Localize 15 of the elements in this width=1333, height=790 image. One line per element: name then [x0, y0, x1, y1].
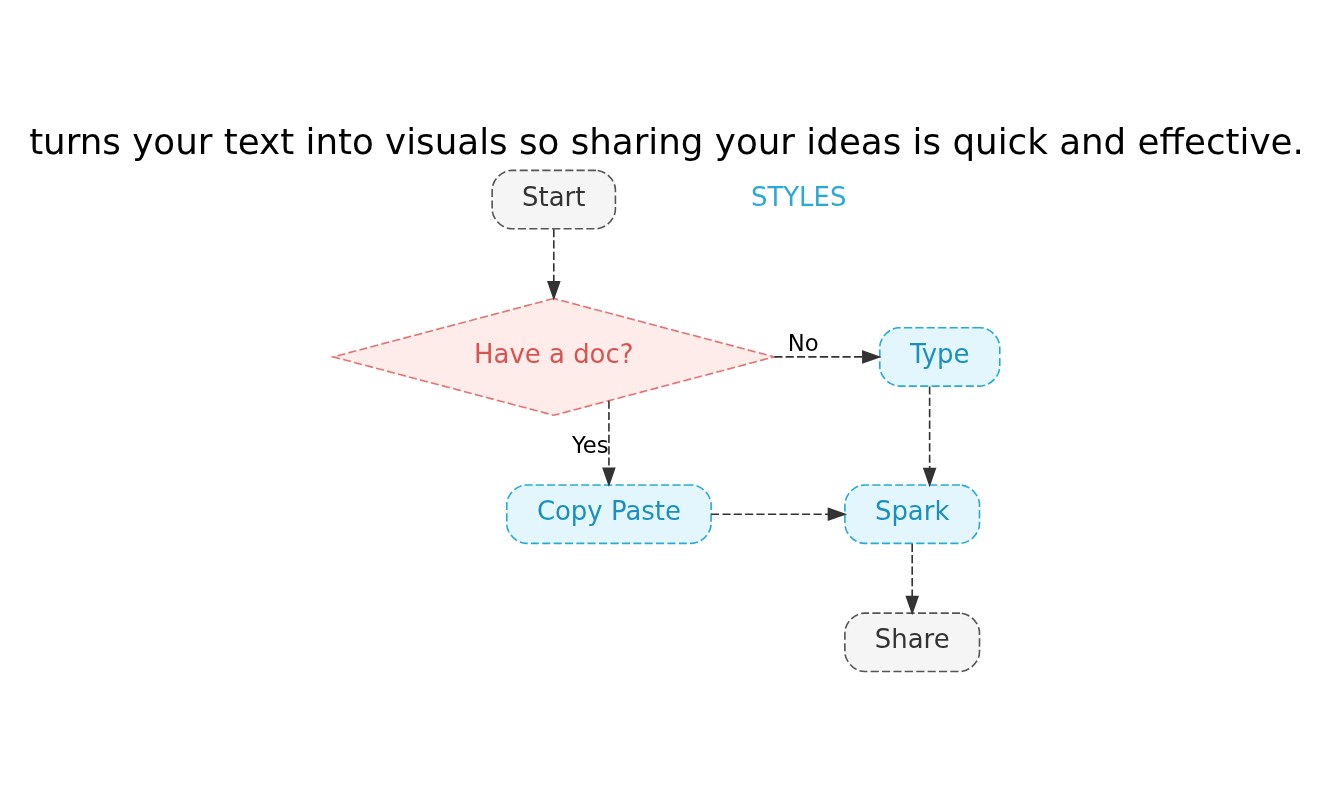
diagram-title: turns your text into visuals so sharing your ideas is quick and effective. — [29, 120, 1304, 162]
arrow — [546, 228, 561, 301]
node-box: Spark — [844, 484, 981, 545]
arrow — [922, 385, 937, 488]
node-box: Type — [878, 326, 1001, 387]
label: STYLES — [750, 181, 847, 212]
arrow — [905, 543, 920, 616]
edge-label: Yes — [571, 431, 609, 458]
node-box: Start — [491, 169, 617, 230]
arrow — [602, 399, 616, 487]
node-box: Copy Paste — [505, 484, 712, 545]
node-box: Share — [844, 612, 981, 673]
arrow — [710, 507, 848, 522]
arrow — [773, 350, 882, 364]
edge-label: No — [787, 329, 819, 356]
